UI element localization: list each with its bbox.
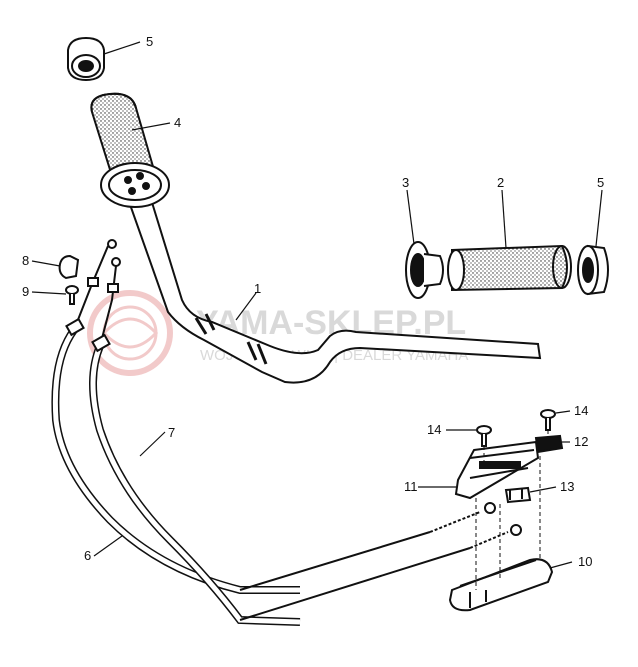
callout-8: 8: [22, 253, 29, 268]
callout-13: 13: [560, 479, 574, 494]
callout-labels: 5 4 1 3 2 5 8 9 7 6 10 11 12 13 14 14: [22, 34, 604, 569]
callout-6: 6: [84, 548, 91, 563]
callout-14-right: 14: [574, 403, 588, 418]
left-grip: [447, 244, 572, 292]
callout-10: 10: [578, 554, 592, 569]
throttle-cables: [51, 239, 509, 626]
throttle-grip: [90, 92, 170, 208]
callout-4: 4: [174, 115, 181, 130]
grip-end-ring: [405, 241, 444, 299]
screw-left: [65, 285, 79, 305]
callout-5-right: 5: [597, 175, 604, 190]
throttle-housing: [454, 409, 564, 504]
watermark-logo-icon: [87, 290, 173, 376]
handlebar: [125, 195, 542, 384]
lower-housing: [448, 502, 554, 612]
bar-end-right: [577, 244, 609, 296]
callout-9: 9: [22, 284, 29, 299]
cable-clip: [58, 254, 80, 280]
callout-7: 7: [168, 425, 175, 440]
callout-1: 1: [254, 281, 261, 296]
callout-2: 2: [497, 175, 504, 190]
callout-5-top: 5: [146, 34, 153, 49]
leader-lines: [31, 41, 603, 569]
callout-12: 12: [574, 434, 588, 449]
bar-end-top: [67, 36, 105, 82]
alignment-lines: [475, 430, 549, 590]
callout-14-left: 14: [427, 422, 441, 437]
callout-11: 11: [404, 479, 418, 494]
callout-3: 3: [402, 175, 409, 190]
